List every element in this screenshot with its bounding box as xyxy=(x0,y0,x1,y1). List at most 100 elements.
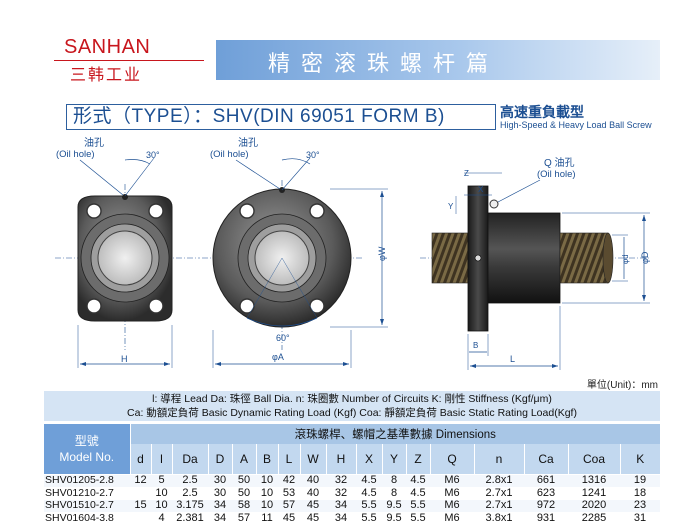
cell-b: 10 xyxy=(256,474,278,487)
cell-coa: 2020 xyxy=(568,499,620,512)
cell-l: 53 xyxy=(278,486,300,500)
title-banner: 精密滚珠螺杆篇 xyxy=(216,40,660,80)
cell-z: 5.5 xyxy=(406,511,430,524)
dim-label-phiD: φD xyxy=(640,251,650,264)
cell-model: SHV01510-2.7 xyxy=(44,499,130,512)
oil-hole-label-en-mid: (Oil hole) xyxy=(210,149,249,160)
cell-n: 2.7x1 xyxy=(474,499,524,512)
technical-drawing: 油孔 (Oil hole) 30° H 油孔 (Oil hole) 30° xyxy=(55,136,650,370)
column-header-q: Q xyxy=(429,444,474,475)
angle-label-60: 60° xyxy=(276,333,290,343)
cell-x: 5.5 xyxy=(356,511,382,524)
oil-hole-label-cn-left: 油孔 xyxy=(84,136,104,149)
type-subtitle-en: High-Speed & Heavy Load Ball Screw xyxy=(500,120,652,130)
cell-q: M6 xyxy=(430,486,474,500)
cell-ca: 972 xyxy=(524,499,568,512)
cell-l: 5 xyxy=(151,474,172,487)
oil-hole-label-en-left: (Oil hole) xyxy=(56,149,95,160)
column-header-w: W xyxy=(299,444,326,475)
column-header-l: L xyxy=(277,444,300,475)
cell-da: 2.5 xyxy=(172,486,208,500)
column-header-d: D xyxy=(207,444,232,475)
model-header-cn: 型號 xyxy=(74,434,99,448)
cell-h: 34 xyxy=(326,499,356,512)
cell-z: 4.5 xyxy=(406,474,430,487)
cell-b: 11 xyxy=(256,511,278,524)
column-header-coa: Coa xyxy=(567,444,620,475)
cell-da: 3.175 xyxy=(172,499,208,512)
cell-h: 34 xyxy=(326,511,356,524)
cell-d: 30 xyxy=(208,474,232,487)
column-header-n: n xyxy=(473,444,524,475)
model-header-en: Model No. xyxy=(59,450,115,464)
cell-l: 10 xyxy=(151,486,172,500)
brand-name-cn: 三韩工业 xyxy=(70,67,143,84)
cell-model: SHV01205-2.8 xyxy=(44,474,130,487)
cell-coa: 2285 xyxy=(568,511,620,524)
front-view-flat-flange: 油孔 (Oil hole) 30° H xyxy=(55,136,200,368)
cell-model: SHV01604-3.8 xyxy=(44,511,130,524)
banner-title: 精密滚珠螺杆篇 xyxy=(268,52,500,77)
cell-da: 2.381 xyxy=(172,511,208,524)
column-header-l: l xyxy=(150,444,172,475)
legend-box: l: 導程 Lead Da: 珠徑 Ball Dia. n: 珠圈數 Numbe… xyxy=(44,391,660,421)
cell-q: M6 xyxy=(430,474,474,487)
dim-label-Z: Z xyxy=(464,169,469,178)
cell-l: 57 xyxy=(278,499,300,512)
cell-w: 45 xyxy=(300,499,326,512)
cell-y: 9.5 xyxy=(382,511,406,524)
column-header-k: K xyxy=(619,444,660,475)
brand-underline xyxy=(54,60,204,61)
cell-model: SHV01210-2.7 xyxy=(44,486,130,500)
column-header-h: H xyxy=(325,444,356,475)
cell-d: 34 xyxy=(208,511,232,524)
cell-b: 10 xyxy=(256,486,278,500)
column-header-d: d xyxy=(129,444,151,475)
q-oil-hole-label-en: (Oil hole) xyxy=(537,169,576,180)
cell-coa: 1316 xyxy=(568,474,620,487)
column-header-y: Y xyxy=(381,444,406,475)
cell-l: 42 xyxy=(278,474,300,487)
cell-z: 5.5 xyxy=(406,499,430,512)
side-view: Q 油孔 (Oil hole) Z X Y φd φD B L xyxy=(420,156,650,370)
column-header-ca: Ca xyxy=(523,444,568,475)
angle-label-left: 30° xyxy=(146,150,160,160)
cell-n: 2.8x1 xyxy=(474,474,524,487)
unit-label: 單位(Unit)：mm xyxy=(586,380,658,391)
column-header-da: Da xyxy=(171,444,208,475)
cell-y: 8 xyxy=(382,474,406,487)
cell-d xyxy=(130,486,151,500)
cell-a: 50 xyxy=(232,486,256,500)
dim-label-L: L xyxy=(510,354,515,364)
cell-a: 57 xyxy=(232,511,256,524)
dim-label-phiA: φA xyxy=(272,352,284,362)
column-header-b: B xyxy=(255,444,278,475)
cell-x: 5.5 xyxy=(356,499,382,512)
cell-h: 32 xyxy=(326,486,356,500)
dim-label-B: B xyxy=(473,341,478,350)
cell-b: 10 xyxy=(256,499,278,512)
cell-ca: 931 xyxy=(524,511,568,524)
type-title: 形式（TYPE）：SHV(DIN 69051 FORM B) xyxy=(73,106,445,127)
cell-a: 50 xyxy=(232,474,256,487)
column-header-a: A xyxy=(231,444,256,475)
column-header-x: X xyxy=(355,444,382,475)
cell-q: M6 xyxy=(430,499,474,512)
cell-ca: 623 xyxy=(524,486,568,500)
cell-q: M6 xyxy=(430,511,474,524)
cell-d: 30 xyxy=(208,486,232,500)
type-subtitle: 高速重負載型 High-Speed & Heavy Load Ball Scre… xyxy=(500,104,652,131)
cell-k: 19 xyxy=(620,474,660,487)
brand-name-en: SANHAN xyxy=(64,36,151,58)
cell-z: 4.5 xyxy=(406,486,430,500)
cell-w: 45 xyxy=(300,511,326,524)
legend-line-2: Ca: 動額定負荷 Basic Dynamic Rating Load (Kgf… xyxy=(127,407,577,419)
front-view-round-flange: 油孔 (Oil hole) 30° φW 60° φA xyxy=(202,136,388,368)
q-oil-hole-label-cn: Q 油孔 xyxy=(544,156,575,169)
